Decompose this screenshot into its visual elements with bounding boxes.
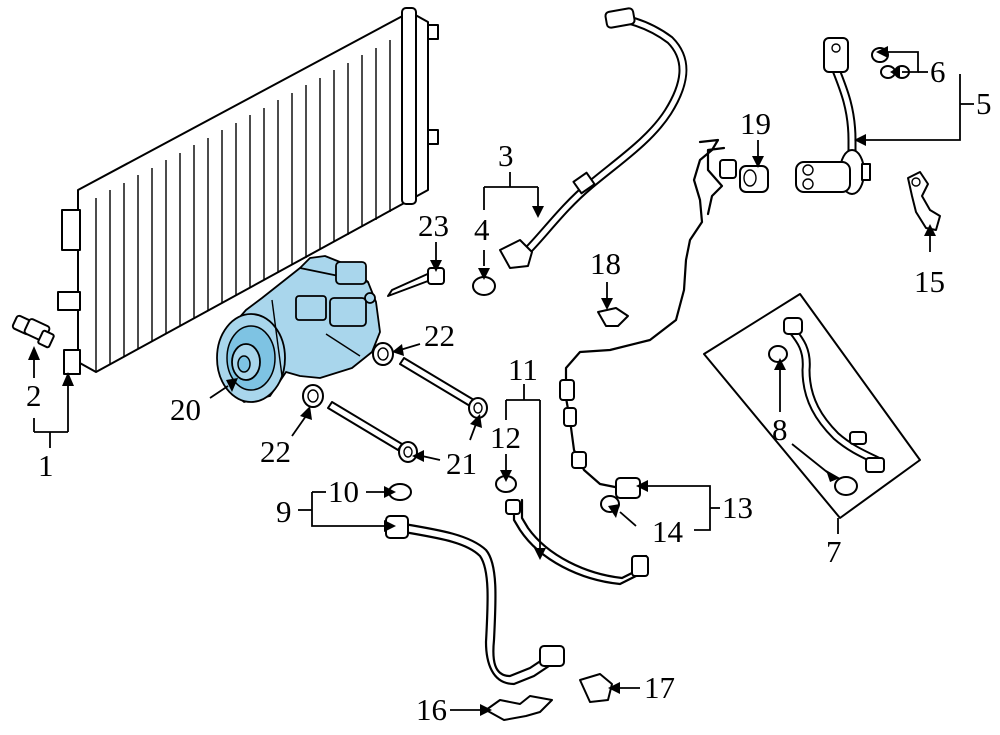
hose-11[interactable] [505, 498, 649, 586]
callout-15: 15 [914, 264, 945, 299]
callout-7: 7 [826, 534, 842, 569]
callout-6: 6 [930, 54, 946, 89]
discharge-hose[interactable] [499, 7, 688, 269]
stud[interactable] [387, 267, 445, 297]
o-ring-8b[interactable] [834, 476, 858, 496]
arrowheads [28, 46, 936, 716]
callout-14: 14 [652, 514, 684, 549]
callout-8: 8 [772, 412, 788, 447]
callout-11: 11 [508, 352, 538, 387]
callout-3: 3 [498, 138, 514, 173]
bracket-16[interactable] [485, 695, 553, 721]
callout-17: 17 [644, 670, 675, 705]
callout-4: 4 [474, 212, 490, 247]
callout-20: 20 [170, 392, 201, 427]
callout-2: 2 [26, 378, 42, 413]
hose-7[interactable] [783, 317, 885, 473]
callout-labels: 1 2 3 4 5 6 7 8 9 10 11 12 13 14 15 16 1… [26, 54, 992, 727]
suction-hose[interactable] [795, 37, 871, 195]
condenser[interactable] [57, 7, 439, 375]
bracket-15[interactable] [907, 171, 941, 231]
callout-12: 12 [490, 420, 521, 455]
hose-9[interactable] [385, 515, 565, 686]
mounting-bolt-lower[interactable] [327, 401, 418, 463]
callout-19: 19 [740, 106, 771, 141]
callout-22-upper: 22 [424, 318, 455, 353]
liquid-line[interactable] [559, 138, 726, 499]
callout-22-lower: 22 [260, 434, 291, 469]
pressure-sensor[interactable] [11, 314, 55, 349]
callout-18: 18 [590, 246, 621, 281]
service-cap[interactable] [719, 159, 769, 193]
callout-21: 21 [446, 446, 477, 481]
spacer-upper[interactable] [372, 342, 394, 366]
callout-16: 16 [416, 692, 447, 727]
leader-lines [33, 51, 974, 711]
spacer-lower[interactable] [302, 384, 324, 408]
callout-13: 13 [722, 490, 753, 525]
callout-5: 5 [976, 86, 992, 121]
o-ring-8a[interactable] [768, 345, 788, 363]
callout-9: 9 [276, 494, 292, 529]
clip-17[interactable] [579, 673, 613, 703]
mounting-bolt-upper[interactable] [399, 357, 488, 419]
clip-18[interactable] [597, 307, 629, 327]
callout-10: 10 [328, 474, 359, 509]
callout-1: 1 [38, 448, 54, 483]
callout-23: 23 [418, 208, 449, 243]
